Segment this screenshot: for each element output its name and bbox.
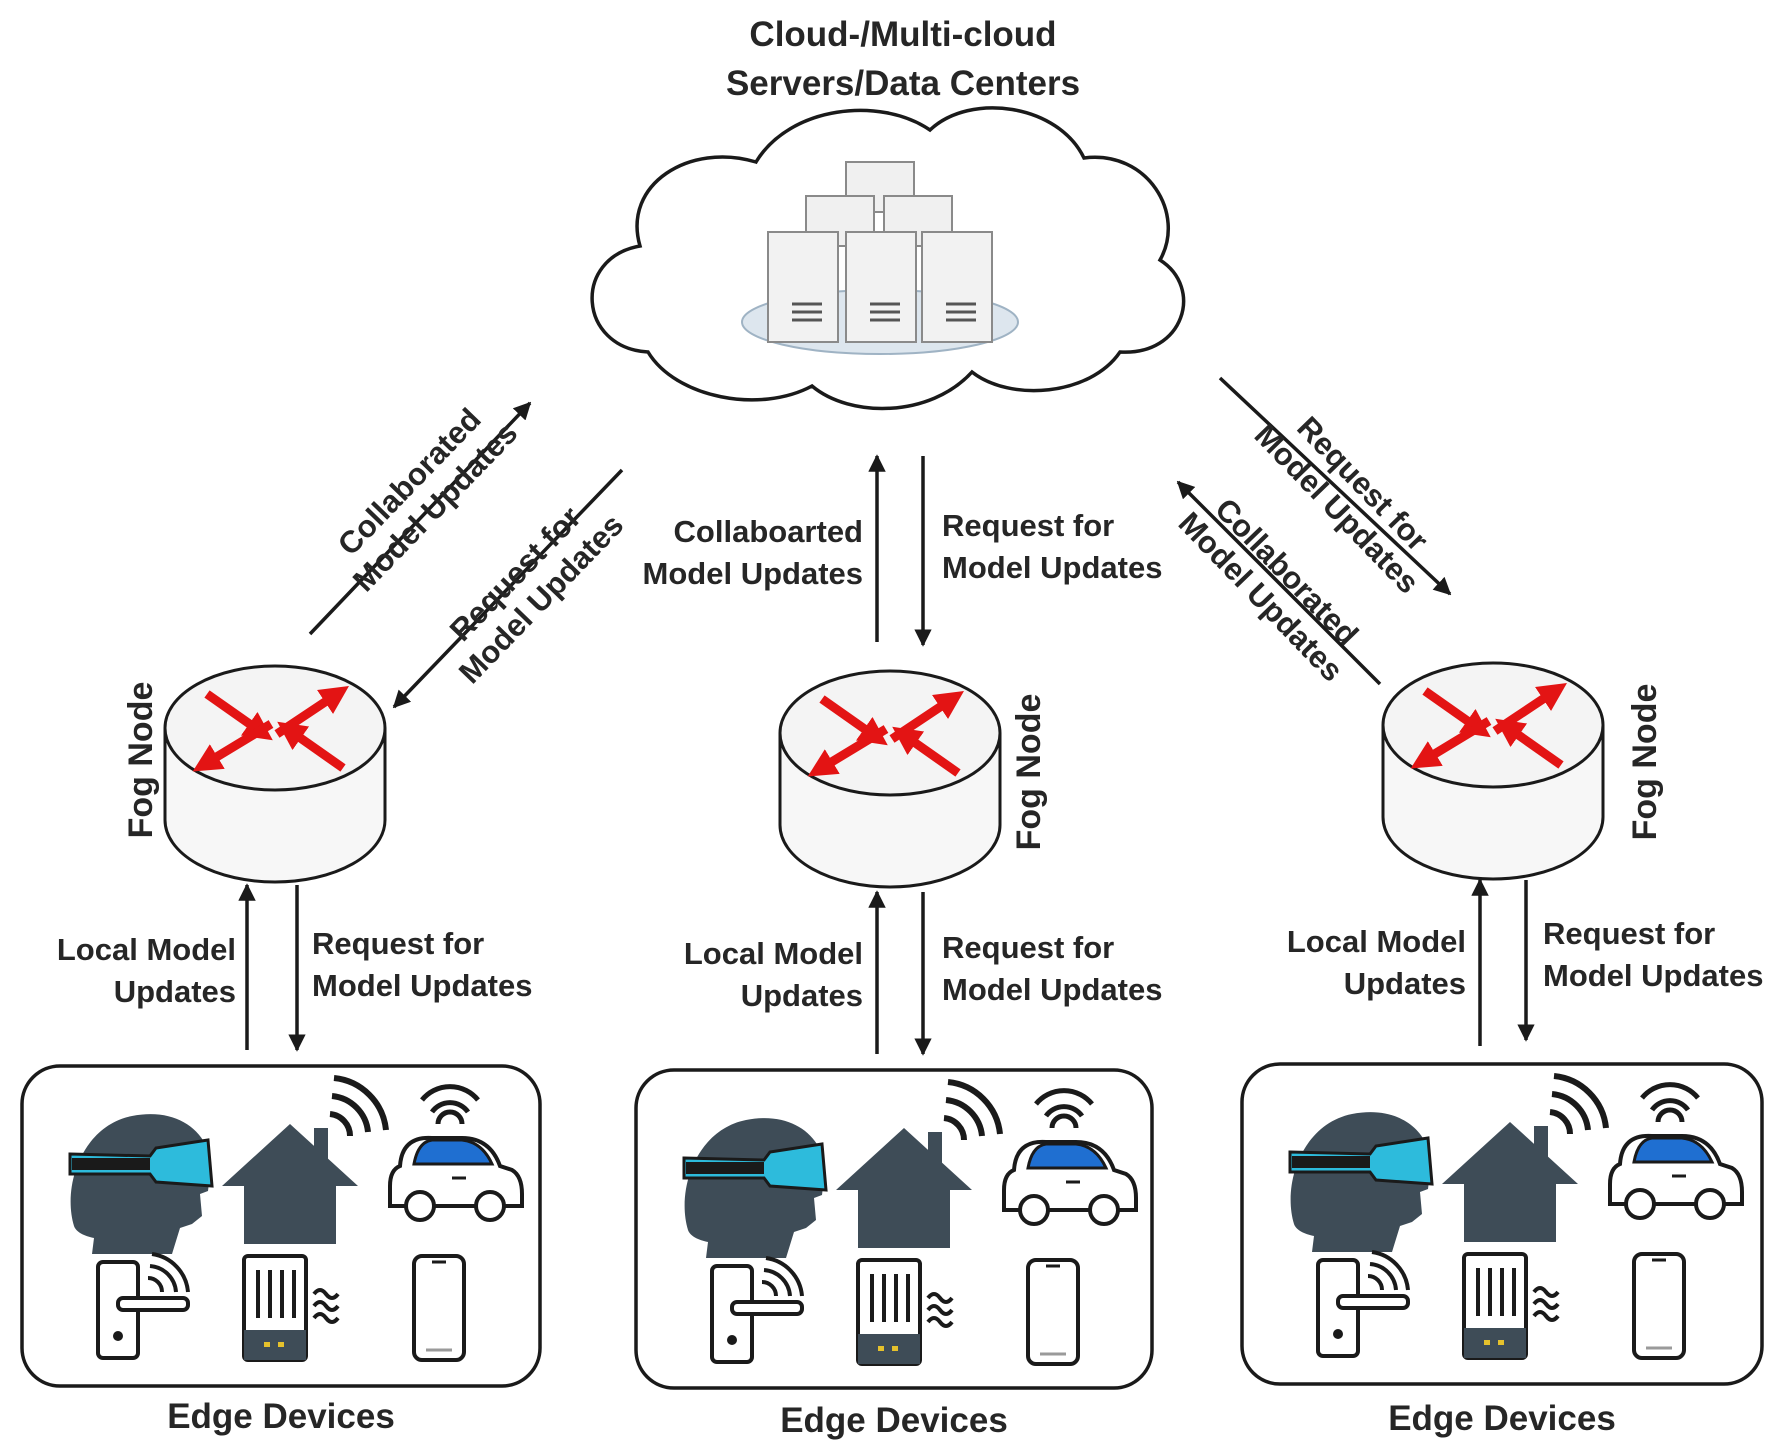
fog-node-center: Fog Node xyxy=(780,671,1048,887)
edge-devices-label: Edge Devices xyxy=(1388,1399,1616,1438)
edge-devices-label: Edge Devices xyxy=(167,1397,395,1436)
cloud-title-line1: Cloud-/Multi-cloud xyxy=(749,15,1056,54)
center-request-label-line1: Request for xyxy=(942,508,1114,543)
center-local-label-line2: Updates xyxy=(741,978,863,1013)
cloud-servers: Cloud-/Multi-cloud Servers/Data Centers xyxy=(590,15,1186,411)
left-request-arrow xyxy=(392,468,624,709)
cloud-title-line2: Servers/Data Centers xyxy=(726,64,1080,103)
fog-node-left: Fog Node xyxy=(122,666,385,882)
fog-node-label: Fog Node xyxy=(122,682,160,839)
right-lower-request-label-line1: Request for xyxy=(1543,916,1715,951)
center-collab-label-line1: Collaboarted xyxy=(674,514,863,549)
edge-group-left: Edge Devices xyxy=(20,1064,542,1436)
fog-node-label: Fog Node xyxy=(1626,684,1664,841)
center-lower-request-label-line1: Request for xyxy=(942,930,1114,965)
center-local-label-line1: Local Model xyxy=(684,936,863,971)
left-local-label-line1: Local Model xyxy=(57,932,236,967)
edge-devices-label: Edge Devices xyxy=(780,1401,1008,1440)
left-collab-arrow xyxy=(308,401,532,636)
center-collab-label-line2: Model Updates xyxy=(643,556,863,591)
center-lower-request-label-line2: Model Updates xyxy=(942,972,1162,1007)
left-lower-request-label-line1: Request for xyxy=(312,926,484,961)
right-local-label-line1: Local Model xyxy=(1287,924,1466,959)
fog-node-label: Fog Node xyxy=(1010,694,1048,851)
server-rack-icon xyxy=(741,161,1019,355)
right-local-label-line2: Updates xyxy=(1344,966,1466,1001)
right-request-arrow xyxy=(1218,376,1452,596)
right-lower-request-label-line2: Model Updates xyxy=(1543,958,1763,993)
fog-node-right: Fog Node xyxy=(1383,663,1664,879)
center-request-label-line2: Model Updates xyxy=(942,550,1162,585)
right-collab-arrow xyxy=(1176,480,1382,686)
left-lower-request-label-line2: Model Updates xyxy=(312,968,532,1003)
left-local-label-line2: Updates xyxy=(114,974,236,1009)
edge-group-center: Edge Devices xyxy=(634,1068,1154,1440)
edge-group-right: Edge Devices xyxy=(1240,1062,1764,1438)
